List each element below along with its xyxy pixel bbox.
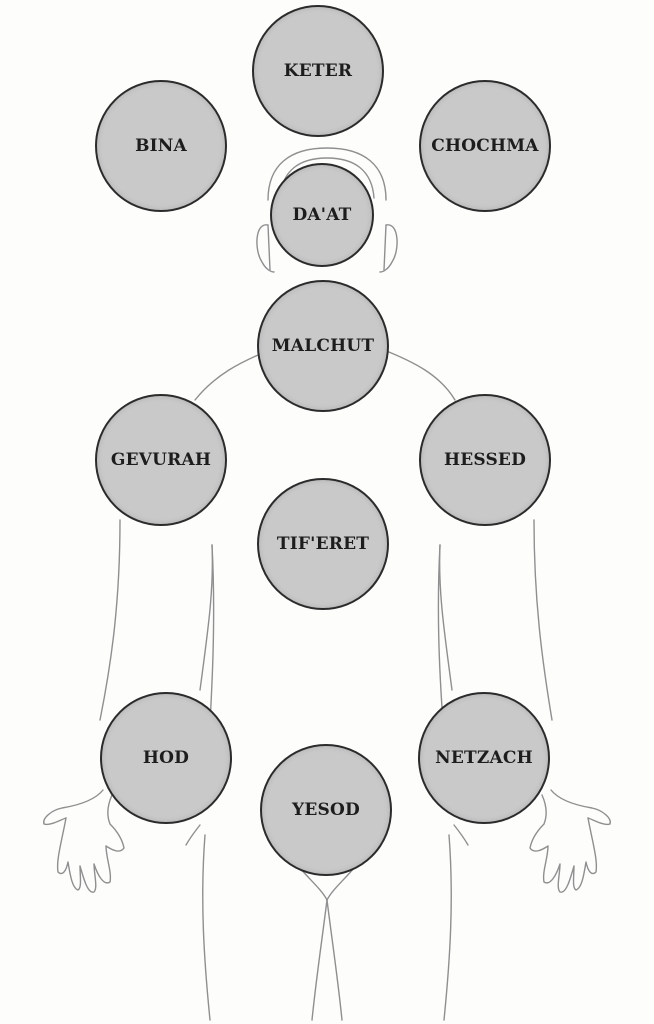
hessed-sphere: HESSED [419,394,551,526]
left-arm-outer [99,519,121,721]
yesod-sphere: YESOD [260,744,392,876]
hessed-label: HESSED [443,450,527,470]
tiferet-label: TIF'ERET [276,534,370,554]
right-jaw [383,224,387,271]
malchut-sphere: MALCHUT [257,280,389,412]
right-arm-outer [533,519,553,721]
left-forearm-inner [185,824,201,846]
daat-sphere: DA'AT [270,163,374,267]
keter-label: KETER [283,61,353,81]
right-ear [379,224,398,273]
hod-sphere: HOD [100,692,232,824]
tiferet-sphere: TIF'ERET [257,478,389,610]
right-leg-inner [326,899,343,1021]
daat-label: DA'AT [292,205,352,225]
left-leg-outer [202,834,211,1021]
left-hand [56,794,125,893]
gevurah-label: GEVURAH [110,450,212,470]
bina-sphere: BINA [95,80,227,212]
right-shoulder [383,349,456,401]
right-forearm-inner [453,824,469,846]
chochma-sphere: CHOCHMA [419,80,551,212]
yesod-label: YESOD [292,800,360,820]
gevurah-sphere: GEVURAH [95,394,227,526]
left-ear [256,224,275,273]
hod-label: HOD [142,748,190,768]
left-arm-inner [199,544,214,691]
keter-sphere: KETER [252,5,384,137]
right-arm-inner [438,544,453,691]
netzach-label: NETZACH [435,748,533,768]
chochma-label: CHOCHMA [431,136,539,156]
left-leg-inner [311,899,328,1021]
right-hand [529,794,598,893]
right-leg-outer [443,834,452,1021]
right-forearm-outer [550,789,611,826]
left-jaw [267,224,271,271]
bina-label: BINA [135,136,187,156]
malchut-label: MALCHUT [271,336,375,356]
head-outline [267,147,387,201]
netzach-sphere: NETZACH [418,692,550,824]
left-forearm-outer [43,789,104,826]
